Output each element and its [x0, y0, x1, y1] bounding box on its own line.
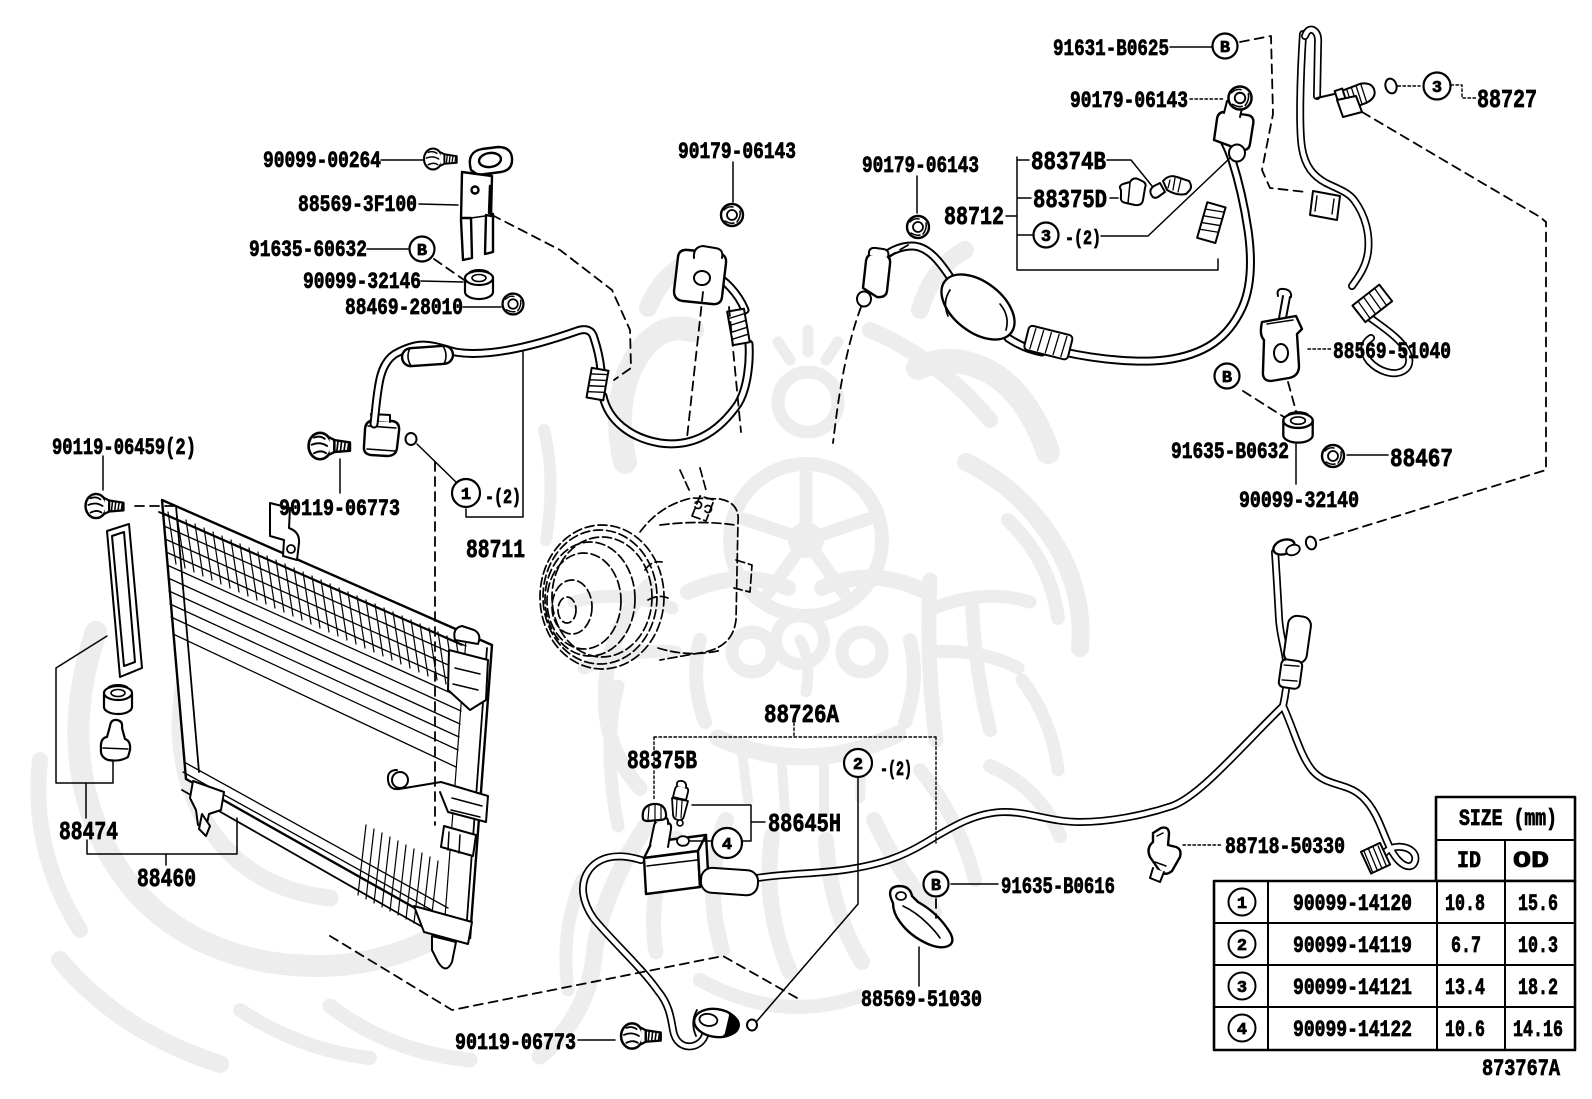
- svg-text:88374B: 88374B: [1031, 147, 1106, 177]
- svg-text:88712: 88712: [944, 202, 1004, 232]
- svg-text:88375B: 88375B: [627, 746, 697, 776]
- svg-text:873767A: 873767A: [1482, 1056, 1560, 1082]
- svg-text:SIZE (mm): SIZE (mm): [1459, 806, 1557, 832]
- svg-text:90099-32140: 90099-32140: [1239, 488, 1359, 514]
- svg-text:B: B: [1220, 39, 1230, 58]
- svg-text:91635-B0632: 91635-B0632: [1171, 439, 1289, 465]
- svg-text:88460: 88460: [137, 864, 196, 894]
- svg-text:91635-60632: 91635-60632: [249, 237, 367, 263]
- svg-text:90099-14121: 90099-14121: [1293, 975, 1412, 1001]
- svg-text:88467: 88467: [1390, 444, 1453, 474]
- svg-text:6.7: 6.7: [1451, 933, 1481, 959]
- svg-text:88469-28010: 88469-28010: [345, 295, 463, 321]
- svg-text:10.3: 10.3: [1518, 933, 1558, 959]
- svg-text:90179-06143: 90179-06143: [1070, 88, 1188, 114]
- svg-text:88645H: 88645H: [768, 809, 841, 839]
- svg-text:B: B: [1222, 369, 1232, 388]
- svg-text:3: 3: [1041, 228, 1051, 247]
- svg-text:91631-B0625: 91631-B0625: [1053, 36, 1169, 62]
- svg-text:88474: 88474: [59, 817, 118, 847]
- svg-text:90099-32146: 90099-32146: [303, 269, 421, 295]
- svg-text:90099-00264: 90099-00264: [263, 148, 381, 174]
- svg-text:88569-51040: 88569-51040: [1333, 339, 1451, 365]
- svg-text:88375D: 88375D: [1033, 185, 1107, 215]
- svg-text:88718-50330: 88718-50330: [1225, 834, 1345, 860]
- svg-text:88569-3F100: 88569-3F100: [298, 192, 417, 218]
- svg-text:15.6: 15.6: [1518, 891, 1558, 917]
- svg-text:-(2): -(2): [880, 759, 912, 782]
- svg-text:90179-06143: 90179-06143: [678, 139, 796, 165]
- svg-text:13.4: 13.4: [1445, 975, 1485, 1001]
- svg-text:ID: ID: [1457, 848, 1481, 874]
- svg-text:14.16: 14.16: [1513, 1017, 1563, 1043]
- svg-text:1: 1: [461, 486, 471, 505]
- svg-text:3: 3: [1432, 79, 1442, 98]
- svg-text:90099-14119: 90099-14119: [1293, 933, 1412, 959]
- svg-text:90099-14120: 90099-14120: [1293, 891, 1412, 917]
- svg-text:-(2): -(2): [485, 487, 521, 510]
- svg-text:90119-06773: 90119-06773: [455, 1030, 576, 1056]
- svg-text:3: 3: [1237, 979, 1247, 998]
- svg-text:4: 4: [1237, 1021, 1247, 1040]
- svg-text:10.8: 10.8: [1445, 891, 1485, 917]
- svg-text:88727: 88727: [1477, 85, 1537, 115]
- svg-text:90119-06773: 90119-06773: [279, 496, 400, 522]
- svg-text:88569-51030: 88569-51030: [861, 987, 982, 1013]
- svg-text:90119-06459(2): 90119-06459(2): [52, 435, 196, 461]
- svg-text:10.6: 10.6: [1445, 1017, 1485, 1043]
- svg-text:B: B: [931, 877, 941, 896]
- svg-text:91635-B0616: 91635-B0616: [1001, 874, 1115, 900]
- svg-text:1: 1: [1237, 895, 1247, 914]
- svg-text:B: B: [417, 242, 427, 261]
- svg-text:-(2): -(2): [1065, 228, 1101, 251]
- svg-text:2: 2: [1237, 937, 1247, 956]
- svg-text:90179-06143: 90179-06143: [862, 153, 979, 179]
- svg-text:18.2: 18.2: [1518, 975, 1558, 1001]
- svg-text:2: 2: [853, 756, 863, 775]
- svg-text:88711: 88711: [466, 535, 525, 565]
- svg-text:OD: OD: [1513, 848, 1549, 874]
- svg-text:4: 4: [722, 836, 732, 855]
- svg-text:88726A: 88726A: [764, 700, 839, 730]
- svg-text:90099-14122: 90099-14122: [1293, 1017, 1412, 1043]
